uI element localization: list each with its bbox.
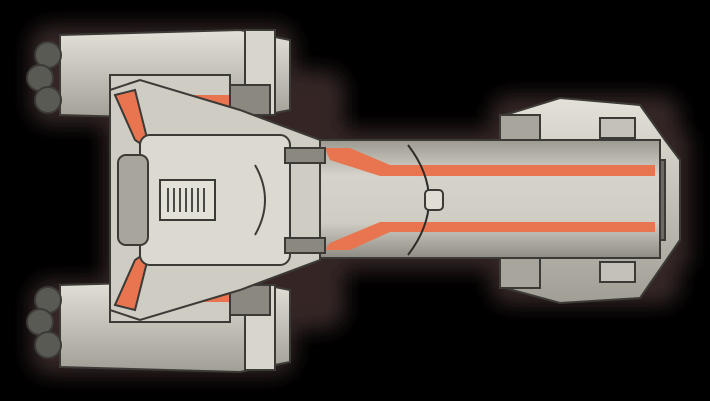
top-engines [26,41,62,114]
spaceship [26,28,681,374]
main-spine [299,139,661,259]
bottom-engines [26,286,62,359]
central-hull [109,78,326,322]
engine-icon [34,86,62,114]
engine-icon [34,331,62,359]
vent-grille [167,188,205,212]
